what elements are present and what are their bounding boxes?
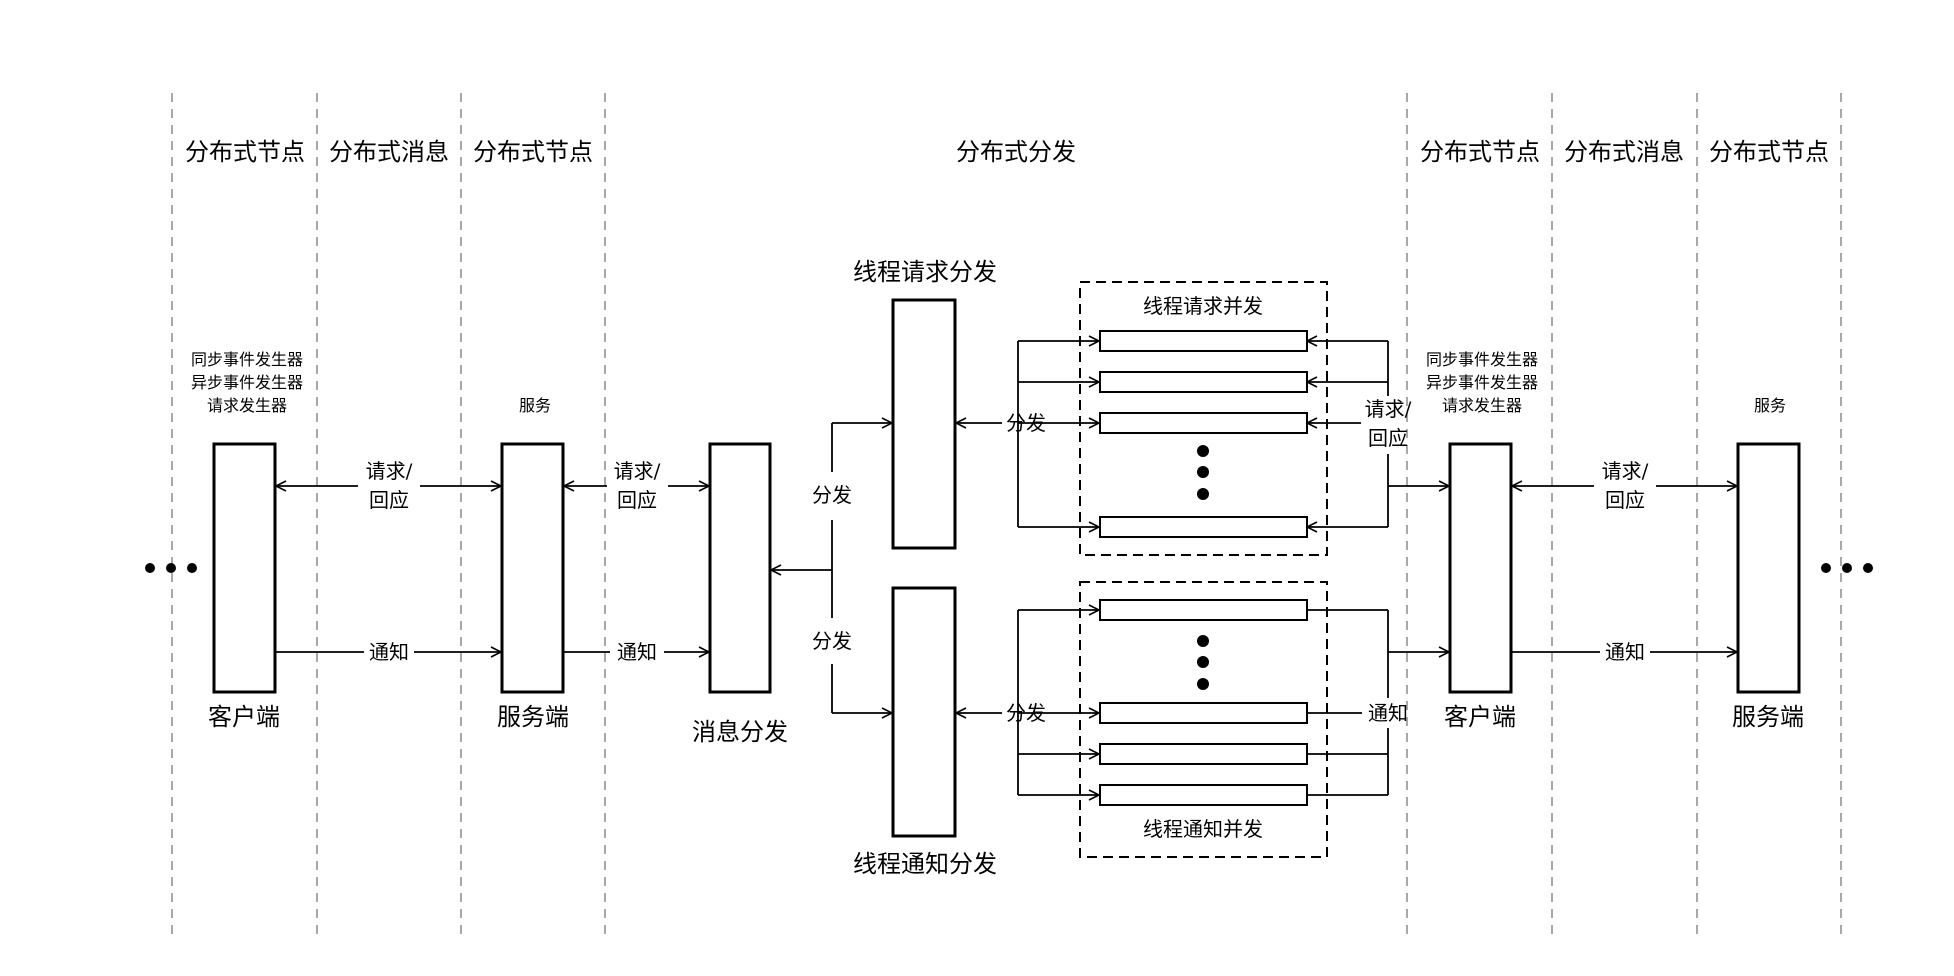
flow-label-reply: 回应 bbox=[369, 488, 409, 512]
flow-label-dispatch: 分发 bbox=[1006, 411, 1046, 435]
notify-thread-bar bbox=[1099, 784, 1308, 806]
flow-label-notify: 通知 bbox=[1605, 640, 1645, 664]
left-client-annotation: 异步事件发生器 bbox=[191, 373, 303, 392]
ellipsis-left-icon bbox=[145, 563, 197, 573]
thread-notify-box bbox=[891, 586, 957, 838]
flow-label-request: 请求/ bbox=[1602, 459, 1649, 483]
lane-titles: 分布式节点 分布式消息 分布式节点 分布式分发 分布式节点 分布式消息 分布式节… bbox=[185, 138, 1829, 166]
notify-thread-bar bbox=[1099, 743, 1308, 765]
right-server-annotation: 服务 bbox=[1754, 396, 1786, 415]
request-pool-frame bbox=[1079, 281, 1328, 556]
request-thread-bar bbox=[1099, 412, 1308, 434]
request-thread-bar bbox=[1099, 516, 1308, 538]
request-thread-bar bbox=[1099, 371, 1308, 393]
dispatcher-label: 消息分发 bbox=[692, 718, 788, 746]
request-pool-ellipsis-icon bbox=[1197, 445, 1209, 500]
flow-label-notify: 通知 bbox=[369, 640, 409, 664]
right-client-annotation: 异步事件发生器 bbox=[1426, 373, 1538, 392]
right-client-annotation: 请求发生器 bbox=[1442, 396, 1522, 415]
left-client-annotation: 同步事件发生器 bbox=[191, 350, 303, 369]
flow-label-request: 请求/ bbox=[1365, 397, 1412, 421]
left-client-box bbox=[212, 442, 277, 694]
notify-thread-bar bbox=[1099, 702, 1308, 724]
notify-thread-bar bbox=[1099, 599, 1308, 621]
left-server-annotation: 服务 bbox=[519, 396, 551, 415]
flow-label-notify: 通知 bbox=[617, 640, 657, 664]
lane-title: 分布式节点 bbox=[1420, 138, 1540, 166]
flow-label-notify: 通知 bbox=[1368, 701, 1408, 725]
right-server-label: 服务端 bbox=[1732, 703, 1804, 731]
right-client-annotation: 同步事件发生器 bbox=[1426, 350, 1538, 369]
flow-label-dispatch: 分发 bbox=[1006, 701, 1046, 725]
flow-label-dispatch: 分发 bbox=[812, 629, 852, 653]
dispatcher-box bbox=[708, 442, 772, 694]
flow-label-request: 请求/ bbox=[614, 459, 661, 483]
flow-label-reply: 回应 bbox=[1605, 488, 1645, 512]
lane-title: 分布式消息 bbox=[1564, 138, 1684, 166]
notify-pool-frame bbox=[1079, 581, 1328, 858]
request-thread-bar bbox=[1099, 330, 1308, 352]
lane-title: 分布式节点 bbox=[1709, 138, 1829, 166]
flow-label-request: 请求/ bbox=[366, 459, 413, 483]
notify-pool-label: 线程通知并发 bbox=[1143, 817, 1263, 841]
flow-label-dispatch: 分发 bbox=[812, 483, 852, 507]
flow-label-reply: 回应 bbox=[1368, 426, 1408, 450]
request-pool-label: 线程请求并发 bbox=[1143, 294, 1263, 318]
thread-request-box bbox=[891, 298, 957, 550]
ellipsis-right-icon bbox=[1821, 563, 1873, 573]
lane-dividers bbox=[171, 93, 1842, 940]
flow-label-reply: 回应 bbox=[617, 488, 657, 512]
lane-title: 分布式消息 bbox=[329, 138, 449, 166]
left-server-label: 服务端 bbox=[497, 703, 569, 731]
thread-notify-label: 线程通知分发 bbox=[853, 850, 997, 878]
left-client-label: 客户端 bbox=[208, 703, 280, 731]
left-client-annotation: 请求发生器 bbox=[207, 396, 287, 415]
thread-request-label: 线程请求分发 bbox=[853, 258, 997, 286]
right-server-box bbox=[1736, 442, 1801, 694]
lane-title: 分布式节点 bbox=[185, 138, 305, 166]
right-client-box bbox=[1448, 442, 1513, 694]
lane-title: 分布式节点 bbox=[473, 138, 593, 166]
right-client-label: 客户端 bbox=[1444, 703, 1516, 731]
lane-title-center: 分布式分发 bbox=[956, 138, 1076, 166]
left-server-box bbox=[500, 442, 565, 694]
notify-pool-ellipsis-icon bbox=[1197, 635, 1209, 690]
